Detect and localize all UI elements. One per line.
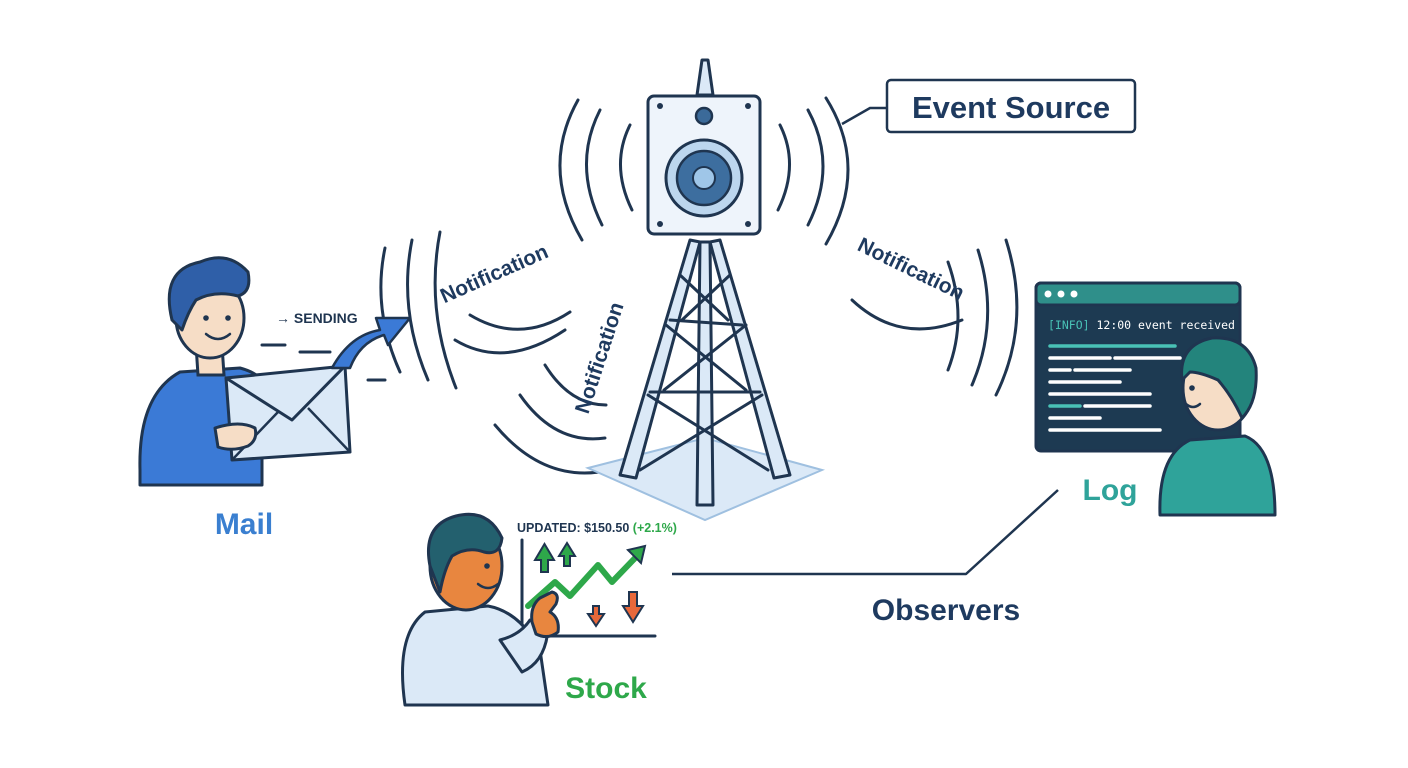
terminal-code-lines xyxy=(1048,344,1182,432)
speaker-bolt-bl xyxy=(657,221,663,227)
mail-person-eye-r xyxy=(225,315,231,321)
log-person-body xyxy=(1158,434,1277,517)
speaker-bolt-tl xyxy=(657,103,663,109)
broadcast-waves xyxy=(379,96,1019,475)
wave-speaker-right-1 xyxy=(776,123,791,212)
log-observer: [INFO] 12:00 event received Log xyxy=(1034,281,1277,517)
wave-right-2 xyxy=(970,248,990,387)
event-source-leader xyxy=(841,106,888,126)
wave-right-4 xyxy=(850,298,964,331)
mail-label: Mail xyxy=(215,508,273,541)
wave-right-3 xyxy=(994,238,1019,397)
stock-trend-arrowhead xyxy=(626,544,647,565)
stock-chart-icon: UPDATED: $150.50 (+2.1%) xyxy=(517,521,677,638)
stock-down-arrow-1 xyxy=(586,605,606,628)
wave-speaker-left-1 xyxy=(619,123,634,212)
tower-braces xyxy=(638,273,770,472)
stock-label: Stock xyxy=(565,672,647,705)
speaker-woofer-cap xyxy=(692,166,716,190)
wave-right-1 xyxy=(946,260,960,372)
envelope-flap xyxy=(225,364,347,422)
speaker-bolt-br xyxy=(745,221,751,227)
speaker-icon xyxy=(646,94,762,236)
log-person-smile xyxy=(1184,402,1202,409)
log-person-hair xyxy=(1180,336,1258,420)
stock-up-arrow-2 xyxy=(557,541,577,567)
stock-person-eye xyxy=(484,563,490,569)
sending-arrow-icon xyxy=(330,316,412,370)
wave-left-1 xyxy=(379,246,402,374)
tower-leg-left xyxy=(618,238,702,480)
terminal-dot-2 xyxy=(1057,290,1065,298)
mail-person-hand xyxy=(213,422,258,451)
observers-label: Observers xyxy=(872,594,1020,627)
notification-label-center: Notification xyxy=(571,300,629,417)
observers-callout: Observers xyxy=(672,489,1059,627)
stock-down-arrow-2 xyxy=(621,591,645,624)
tower-antenna xyxy=(695,58,715,97)
tower-icon xyxy=(584,58,826,522)
speaker-tweeter xyxy=(694,106,714,126)
event-source-label: Event Source xyxy=(912,90,1110,125)
event-source-box xyxy=(885,78,1137,134)
stock-updated-line: UPDATED: $150.50 (+2.1%) xyxy=(517,521,677,535)
log-label: Log xyxy=(1083,474,1138,507)
terminal-dot-1 xyxy=(1044,290,1052,298)
terminal-info-text: 12:00 event received xyxy=(1090,318,1235,332)
event-source-callout: Event Source xyxy=(841,78,1137,134)
observers-leader-line xyxy=(672,489,1059,576)
stock-observer: UPDATED: $150.50 (+2.1%) Stock xyxy=(401,512,677,707)
wave-speaker-right-3 xyxy=(824,96,850,246)
stock-updated-change: (+2.1%) xyxy=(633,521,677,535)
wave-left-5 xyxy=(468,310,572,331)
wave-lower-3 xyxy=(543,363,608,407)
tower-leg-right xyxy=(708,238,792,480)
wave-left-4 xyxy=(453,328,567,355)
stock-trend-line xyxy=(525,552,641,609)
speaker-bolt-tr xyxy=(745,103,751,109)
mail-observer: → SENDING Mail xyxy=(138,256,412,541)
wave-left-3 xyxy=(433,230,458,390)
notification-label-left: Notification xyxy=(437,240,552,308)
terminal-info-tag: [INFO] xyxy=(1048,318,1090,332)
mail-person-hair xyxy=(167,256,251,332)
envelope-fold-r xyxy=(307,407,351,453)
stock-up-arrow-1 xyxy=(533,542,556,573)
stock-person-hair xyxy=(427,512,504,594)
terminal-dot-3 xyxy=(1070,290,1078,298)
wave-speaker-left-2 xyxy=(585,108,604,227)
wave-lower-2 xyxy=(518,393,607,441)
wave-speaker-right-2 xyxy=(806,108,825,227)
terminal-titlebar xyxy=(1034,281,1242,307)
log-person-eye xyxy=(1189,385,1195,391)
terminal-log-line: [INFO] 12:00 event received xyxy=(1048,318,1235,332)
wave-speaker-left-3 xyxy=(558,98,584,242)
mail-person-smile xyxy=(204,332,232,341)
tower-leg-center xyxy=(695,240,715,507)
mail-person-eye-l xyxy=(203,315,209,321)
stock-person-smile xyxy=(476,582,500,590)
wave-left-2 xyxy=(406,238,430,382)
stock-person-hand xyxy=(530,590,560,639)
stock-updated-prefix: UPDATED: $150.50 xyxy=(517,521,633,535)
sending-label: → SENDING xyxy=(276,310,358,326)
